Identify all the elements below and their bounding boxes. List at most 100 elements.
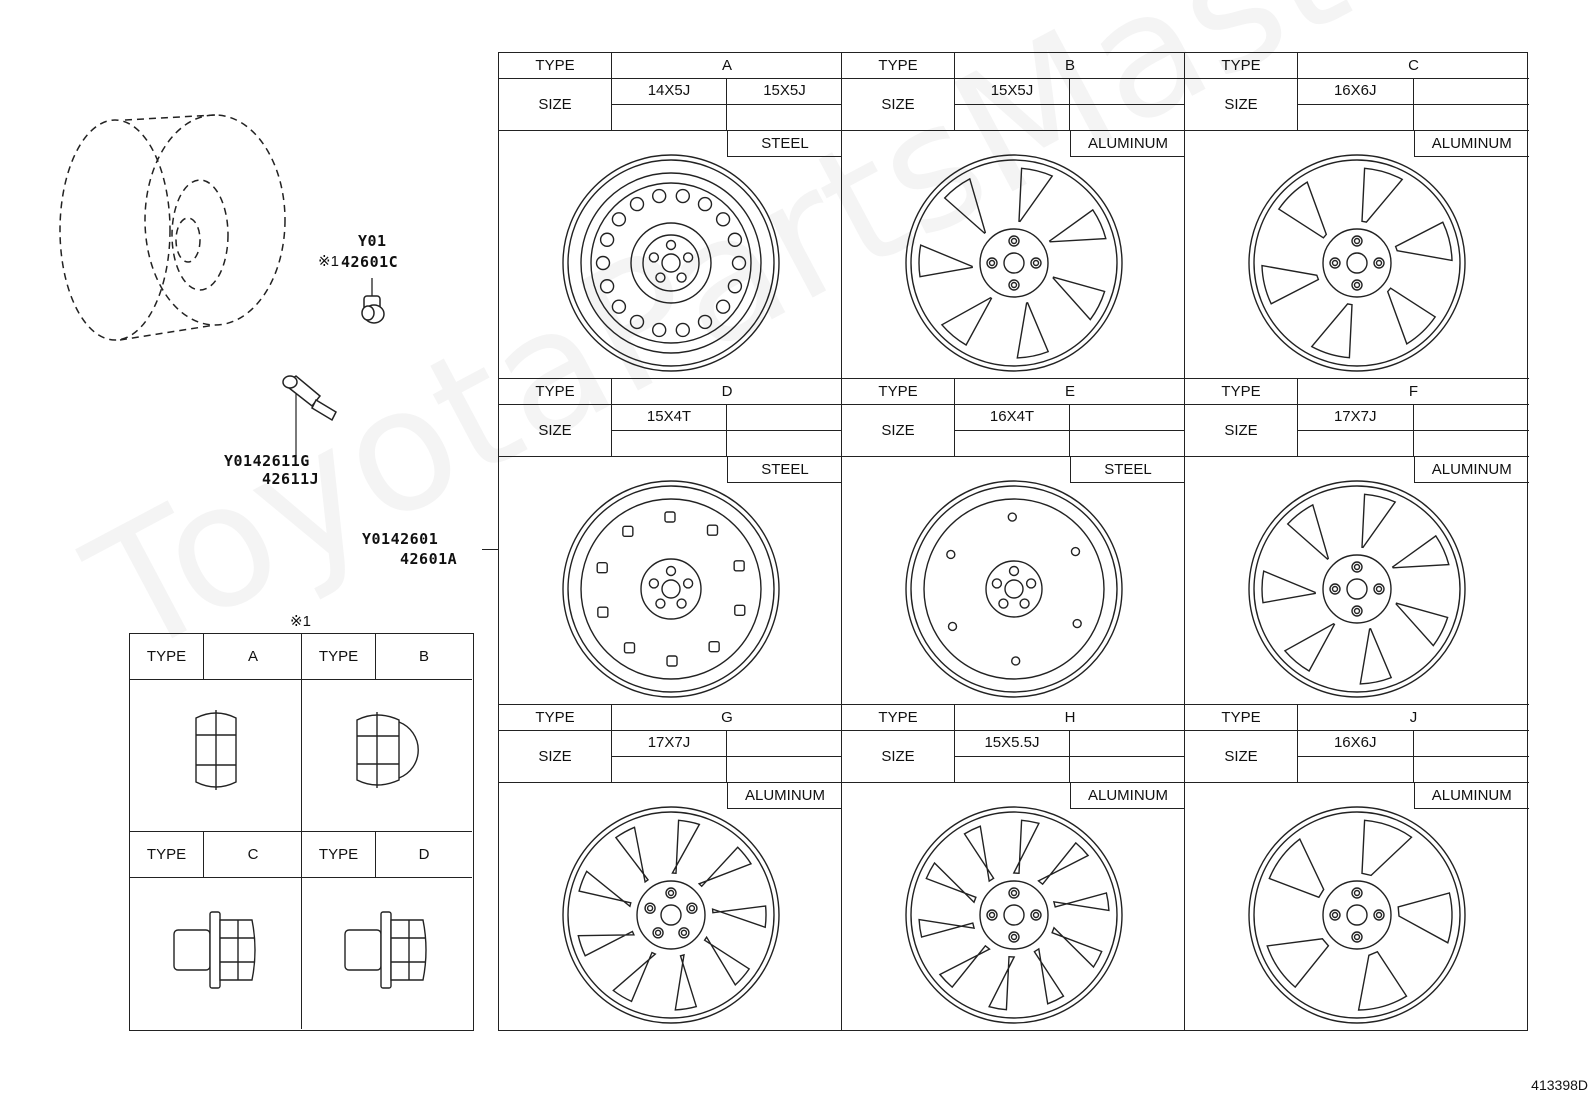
- type-label: TYPE: [302, 634, 376, 680]
- wheel-size: [1070, 731, 1185, 757]
- size-label: SIZE: [499, 79, 612, 131]
- nut-type-b: B: [376, 634, 472, 680]
- wheel-type-a: A: [612, 53, 842, 79]
- wheel-material: ALUMINUM: [1070, 131, 1185, 157]
- wheel-size-blank: [955, 757, 1070, 783]
- wheel-size: 17X7J: [1298, 405, 1414, 431]
- type-label: TYPE: [130, 832, 204, 878]
- valve-stem-icon: [282, 375, 337, 460]
- size-label: SIZE: [1185, 731, 1298, 783]
- wheel-size-blank: [955, 431, 1070, 457]
- wheel-type-b: B: [955, 53, 1185, 79]
- wheel-size: [727, 405, 842, 431]
- wheel-size-blank: [1298, 105, 1414, 131]
- wheel-size: [1413, 79, 1529, 105]
- wheel-material: STEEL: [1070, 457, 1185, 483]
- wheel-size: [1070, 405, 1185, 431]
- size-label: SIZE: [499, 405, 612, 457]
- nut-type-c: C: [204, 832, 302, 878]
- wheel-size: 16X4T: [955, 405, 1070, 431]
- valve-code-2: 42611J: [262, 470, 320, 488]
- size-label: SIZE: [842, 731, 955, 783]
- wheel-drawing: [561, 480, 780, 698]
- wheel-size-blank: [727, 431, 842, 457]
- wheel-size-blank: [1413, 431, 1529, 457]
- type-label: TYPE: [499, 705, 612, 731]
- valve-code-1: Y0142611G: [224, 452, 310, 470]
- lug-nut-icon: [344, 911, 427, 989]
- wheel-type-d: D: [612, 379, 842, 405]
- wheel-leader-line: [482, 549, 498, 550]
- wheel-drawing: [904, 154, 1123, 372]
- wheel-drawing: [1248, 154, 1466, 372]
- wheel-size: 15X5J: [955, 79, 1070, 105]
- wheel-size: 15X5.5J: [955, 731, 1070, 757]
- nut-code-2: 42601C: [341, 253, 399, 271]
- wheel-size-blank: [1298, 757, 1414, 783]
- type-label: TYPE: [130, 634, 204, 680]
- wheel-material: ALUMINUM: [1413, 783, 1529, 809]
- wheel-type-j: J: [1298, 705, 1529, 731]
- wheel-size: [1413, 731, 1529, 757]
- lug-nut-icon: [195, 710, 237, 790]
- wheel-drawing: [904, 480, 1123, 698]
- type-label: TYPE: [842, 705, 955, 731]
- type-label: TYPE: [842, 53, 955, 79]
- wheel-size: 15X4T: [612, 405, 727, 431]
- wheel-size: 15X5J: [727, 79, 842, 105]
- wheel-material: STEEL: [727, 457, 842, 483]
- nut-type-a: A: [204, 634, 302, 680]
- wheel-size-blank: [727, 105, 842, 131]
- wheel-code-2: 42601A: [400, 550, 458, 568]
- wheel-size-blank: [727, 757, 842, 783]
- type-label: TYPE: [1185, 379, 1298, 405]
- size-label: SIZE: [1185, 79, 1298, 131]
- wheel-size-blank: [612, 757, 727, 783]
- wheel-type-f: F: [1298, 379, 1529, 405]
- wheel-material: ALUMINUM: [1413, 457, 1529, 483]
- wheel-drawing: [904, 806, 1123, 1024]
- type-label: TYPE: [499, 379, 612, 405]
- nut-code-1: Y01: [358, 232, 387, 250]
- wheel-size-blank: [1413, 105, 1529, 131]
- wheel-size-blank: [612, 105, 727, 131]
- wheel-size-blank: [1070, 105, 1185, 131]
- wheel-material: ALUMINUM: [1413, 131, 1529, 157]
- size-label: SIZE: [499, 731, 612, 783]
- wheel-size-blank: [1070, 431, 1185, 457]
- lug-nut-icon: [356, 712, 419, 788]
- lug-nut-icon: [173, 911, 256, 989]
- wheel-code-1: Y0142601: [362, 530, 439, 548]
- wheel-size-blank: [1070, 757, 1185, 783]
- wheel-size-blank: [612, 431, 727, 457]
- wheel-size: 14X5J: [612, 79, 727, 105]
- nut-table-ref: ※1: [290, 613, 311, 630]
- wheel-drawing: [1248, 480, 1466, 698]
- wheel-size: [727, 731, 842, 757]
- type-label: TYPE: [302, 832, 376, 878]
- type-label: TYPE: [1185, 53, 1298, 79]
- type-label: TYPE: [1185, 705, 1298, 731]
- wheel-size: 16X6J: [1298, 731, 1414, 757]
- wheel-size: 16X6J: [1298, 79, 1414, 105]
- lug-nut-icon: [361, 278, 385, 324]
- wheel-size: 17X7J: [612, 731, 727, 757]
- wheel-drawing: [1248, 806, 1466, 1024]
- wheel-material: ALUMINUM: [1070, 783, 1185, 809]
- size-label: SIZE: [842, 79, 955, 131]
- wheel-size-blank: [1413, 757, 1529, 783]
- type-label: TYPE: [499, 53, 612, 79]
